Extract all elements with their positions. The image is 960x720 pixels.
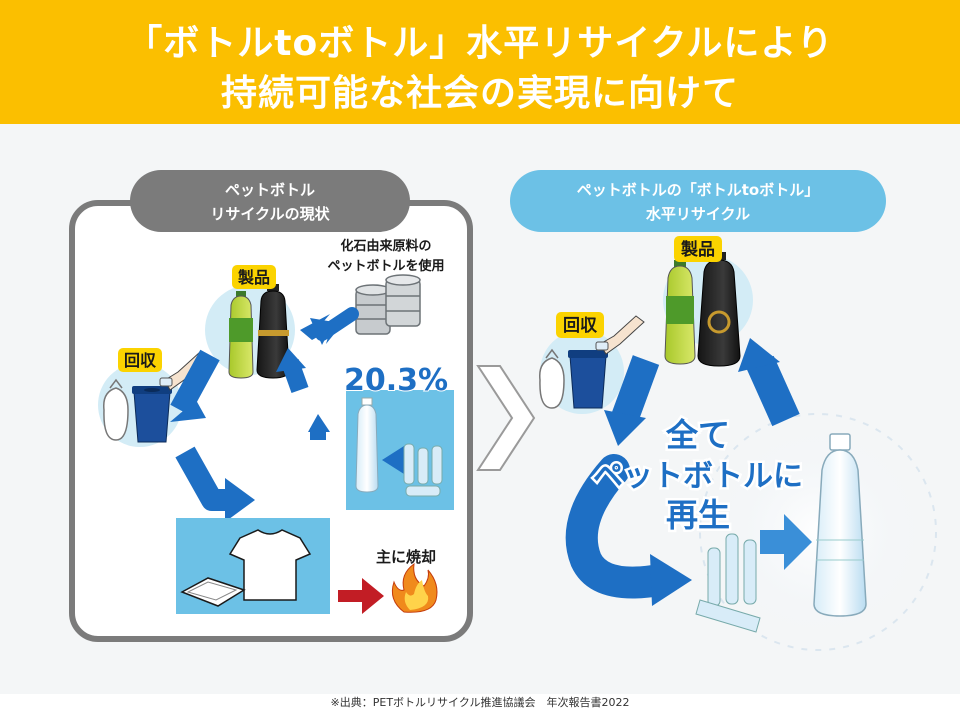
left-panel-title-line2: リサイクルの現状 [210,205,330,223]
preform-arrow [382,446,404,474]
title-banner: 「ボトルtoボトル」水平リサイクルにより 持続可能な社会の実現に向けて [0,0,960,124]
right-hand-icon [595,315,645,355]
right-trash-bag-icon [539,348,565,409]
recycled-pet-bottle-icon [813,433,867,617]
left-panel-title-line1: ペットボトル [225,181,315,199]
message-line1: 全て [665,416,730,454]
incineration-arrow [338,578,384,614]
message-line3: 再生 [666,496,730,534]
right-collection-label: 回収 [563,316,598,336]
product-label-badge [232,265,276,289]
fire-icon [391,562,438,613]
right-product-label-badge [674,236,722,262]
oil-drums-icon [355,274,421,335]
collection-label: 回収 [124,351,157,370]
fossil-note-line1: 化石由来原料の [340,238,431,254]
page-title-line2: 持続可能な社会の実現に向けて [220,73,739,114]
right-preforms-icon [695,533,761,633]
right-tea-bottle-green [664,260,696,365]
pet-bottle-icon [355,397,379,493]
right-panel: ペットボトルの「ボトルtoボトル」 水平リサイクル 製品 [510,170,937,651]
page-title-line1: 「ボトルtoボトル」水平リサイクルにより [126,23,834,64]
collection-label-badge [118,348,162,372]
incineration-label: 主に焼却 [376,548,436,566]
trash-bag-icon [103,378,129,441]
source-footnote: ※出典：PETボトルリサイクル推進協議会 年次報告書2022 [330,696,630,709]
recycled-share-rate: 20.3% [344,363,448,398]
preforms-icon [403,443,443,497]
message-line2: ペットボトルに [593,459,803,494]
left-panel-title-tab [130,170,410,232]
left-panel: ペットボトル リサイクルの現状 製品 [69,170,473,642]
right-panel-title-line2: 水平リサイクル [646,205,750,223]
product-label: 製品 [237,268,270,287]
right-collection-label-badge [556,312,604,338]
tea-bottle-green [228,291,254,379]
right-recycle-arrows [565,338,800,606]
right-recycle-bin-icon [568,350,608,409]
left-recycle-arrows [170,348,330,522]
right-product-label: 製品 [680,239,715,260]
right-tea-bottle-dark [697,252,741,367]
right-panel-title-line1: ペットボトルの「ボトルtoボトル」 [577,181,819,199]
all-recycled-message: 全て ペットボトルに 再生 [591,414,806,537]
bottle-glow-ring [699,413,937,651]
recycle-bin-icon [132,386,172,443]
tshirt-icon [228,529,312,601]
fossil-note-line2: ペットボトルを使用 [327,258,444,274]
to-bottle-arrow [760,514,812,570]
panel-transition-chevron [476,365,536,471]
right-panel-title-tab [510,170,886,232]
food-tray-icon [180,577,246,607]
